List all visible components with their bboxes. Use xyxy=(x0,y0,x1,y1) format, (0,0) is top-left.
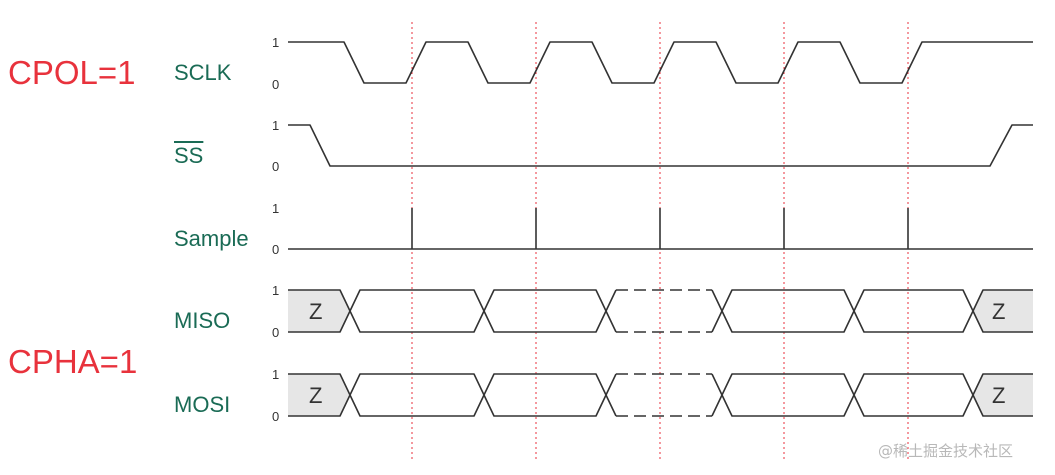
mosi-waveform xyxy=(288,373,1033,417)
cpha-label: CPHA=1 xyxy=(8,343,138,380)
miso-high-z-start-label: Z xyxy=(309,299,323,324)
mosi-high-z-end-label: Z xyxy=(992,383,1006,408)
miso-level-low: 0 xyxy=(272,325,280,340)
watermark: @稀土掘金技术社区 xyxy=(878,442,1014,460)
sclk-level-high: 1 xyxy=(272,35,280,50)
miso-label: MISO xyxy=(174,308,231,333)
sample-label: Sample xyxy=(174,226,249,251)
ss-waveform xyxy=(288,124,1033,167)
miso-end-high-z-fill xyxy=(973,290,1033,332)
ss-level-low: 0 xyxy=(272,159,280,174)
sampling-markers xyxy=(411,22,909,460)
cpol-label: CPOL=1 xyxy=(8,54,136,91)
miso-level-high: 1 xyxy=(272,283,280,298)
sample-level-low: 0 xyxy=(272,242,280,257)
sclk-label: SCLK xyxy=(174,60,232,85)
ss-level-high: 1 xyxy=(272,118,280,133)
miso-high-z-end-label: Z xyxy=(992,299,1006,324)
mosi-end-high-z-fill xyxy=(973,374,1033,416)
mosi-high-z-start-label: Z xyxy=(309,383,323,408)
sclk-level-low: 0 xyxy=(272,77,280,92)
mosi-label: MOSI xyxy=(174,392,231,417)
miso-waveform xyxy=(288,289,1033,333)
mosi-level-low: 0 xyxy=(272,409,280,424)
sample-level-high: 1 xyxy=(272,201,280,216)
ss-label: SS xyxy=(174,143,204,168)
high-z-fills xyxy=(288,290,1033,416)
sclk-waveform xyxy=(288,41,1033,84)
mosi-start-high-z-fill xyxy=(288,374,350,416)
miso-start-high-z-fill xyxy=(288,290,350,332)
mosi-level-high: 1 xyxy=(272,367,280,382)
